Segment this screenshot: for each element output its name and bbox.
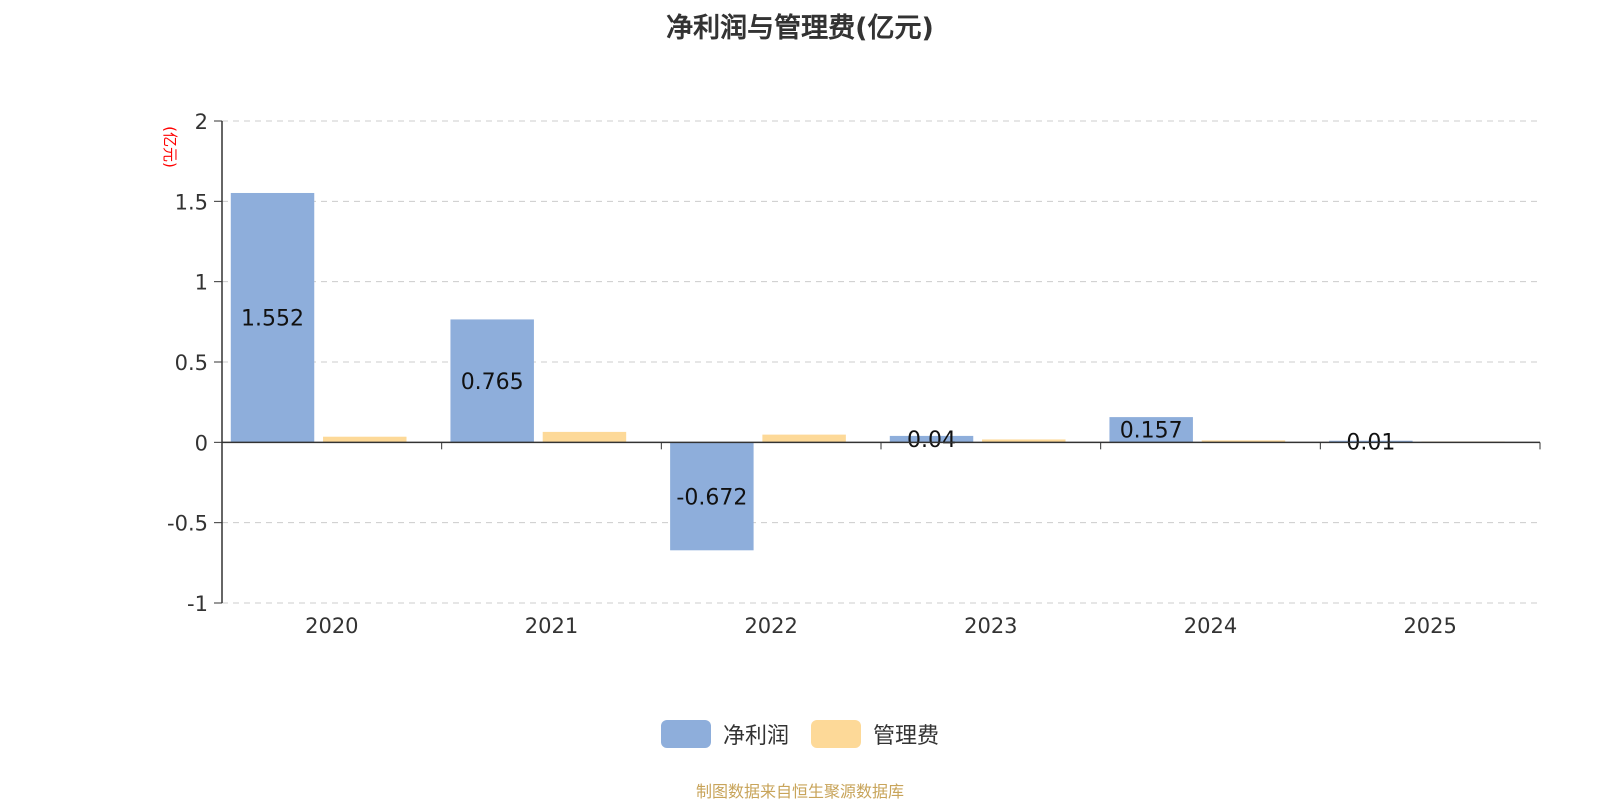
legend-label-admin-expense: 管理费 <box>873 724 940 749</box>
source-note: 制图数据来自恒生聚源数据库 <box>695 782 904 800</box>
bar-net-profit <box>450 319 534 443</box>
bar-admin-expense <box>982 439 1066 443</box>
legend-item-admin-expense[interactable]: 管理费 <box>811 718 939 750</box>
bar-admin-expense <box>762 434 846 443</box>
data-label-net-profit: -0.672 <box>676 485 747 510</box>
y-tick-label: 0.5 <box>175 351 208 375</box>
bar-net-profit <box>1109 417 1193 443</box>
legend-swatch-admin-expense <box>811 720 861 748</box>
bar-net-profit <box>889 435 974 443</box>
x-tick-label: 2020 <box>305 614 358 638</box>
y-tick-label: 1.5 <box>175 190 208 214</box>
y-tick-label: 0 <box>195 431 208 455</box>
legend-item-net-profit[interactable]: 净利润 <box>660 718 789 750</box>
bar-net-profit <box>670 442 754 551</box>
y-tick-label: -0.5 <box>167 512 208 536</box>
data-label-net-profit: 0.157 <box>1120 419 1183 444</box>
data-label-net-profit: 0.04 <box>907 428 956 453</box>
bar-admin-expense <box>323 436 407 443</box>
x-tick-label: 2023 <box>964 614 1017 638</box>
chart-title: 净利润与管理费(亿元) <box>666 13 934 44</box>
bar-admin-expense <box>542 431 627 443</box>
y-axis-unit-label: (亿元) <box>161 126 179 168</box>
x-tick-label: 2025 <box>1403 614 1456 638</box>
data-label-net-profit: 1.552 <box>241 307 304 332</box>
data-label-net-profit: 0.765 <box>461 370 524 395</box>
y-tick-label: 2 <box>195 110 208 134</box>
bar-net-profit <box>230 192 315 443</box>
legend-swatch-net-profit <box>660 720 711 748</box>
bar-admin-expense <box>1201 440 1286 443</box>
y-tick-label: 1 <box>195 271 208 295</box>
y-tick-label: -1 <box>187 592 208 616</box>
bar-net-profit <box>1329 440 1413 443</box>
x-tick-label: 2024 <box>1184 614 1237 638</box>
x-tick-label: 2021 <box>525 614 578 638</box>
x-tick-label: 2022 <box>744 614 797 638</box>
legend: 净利润 管理费 <box>0 718 1600 750</box>
legend-label-net-profit: 净利润 <box>722 724 789 749</box>
